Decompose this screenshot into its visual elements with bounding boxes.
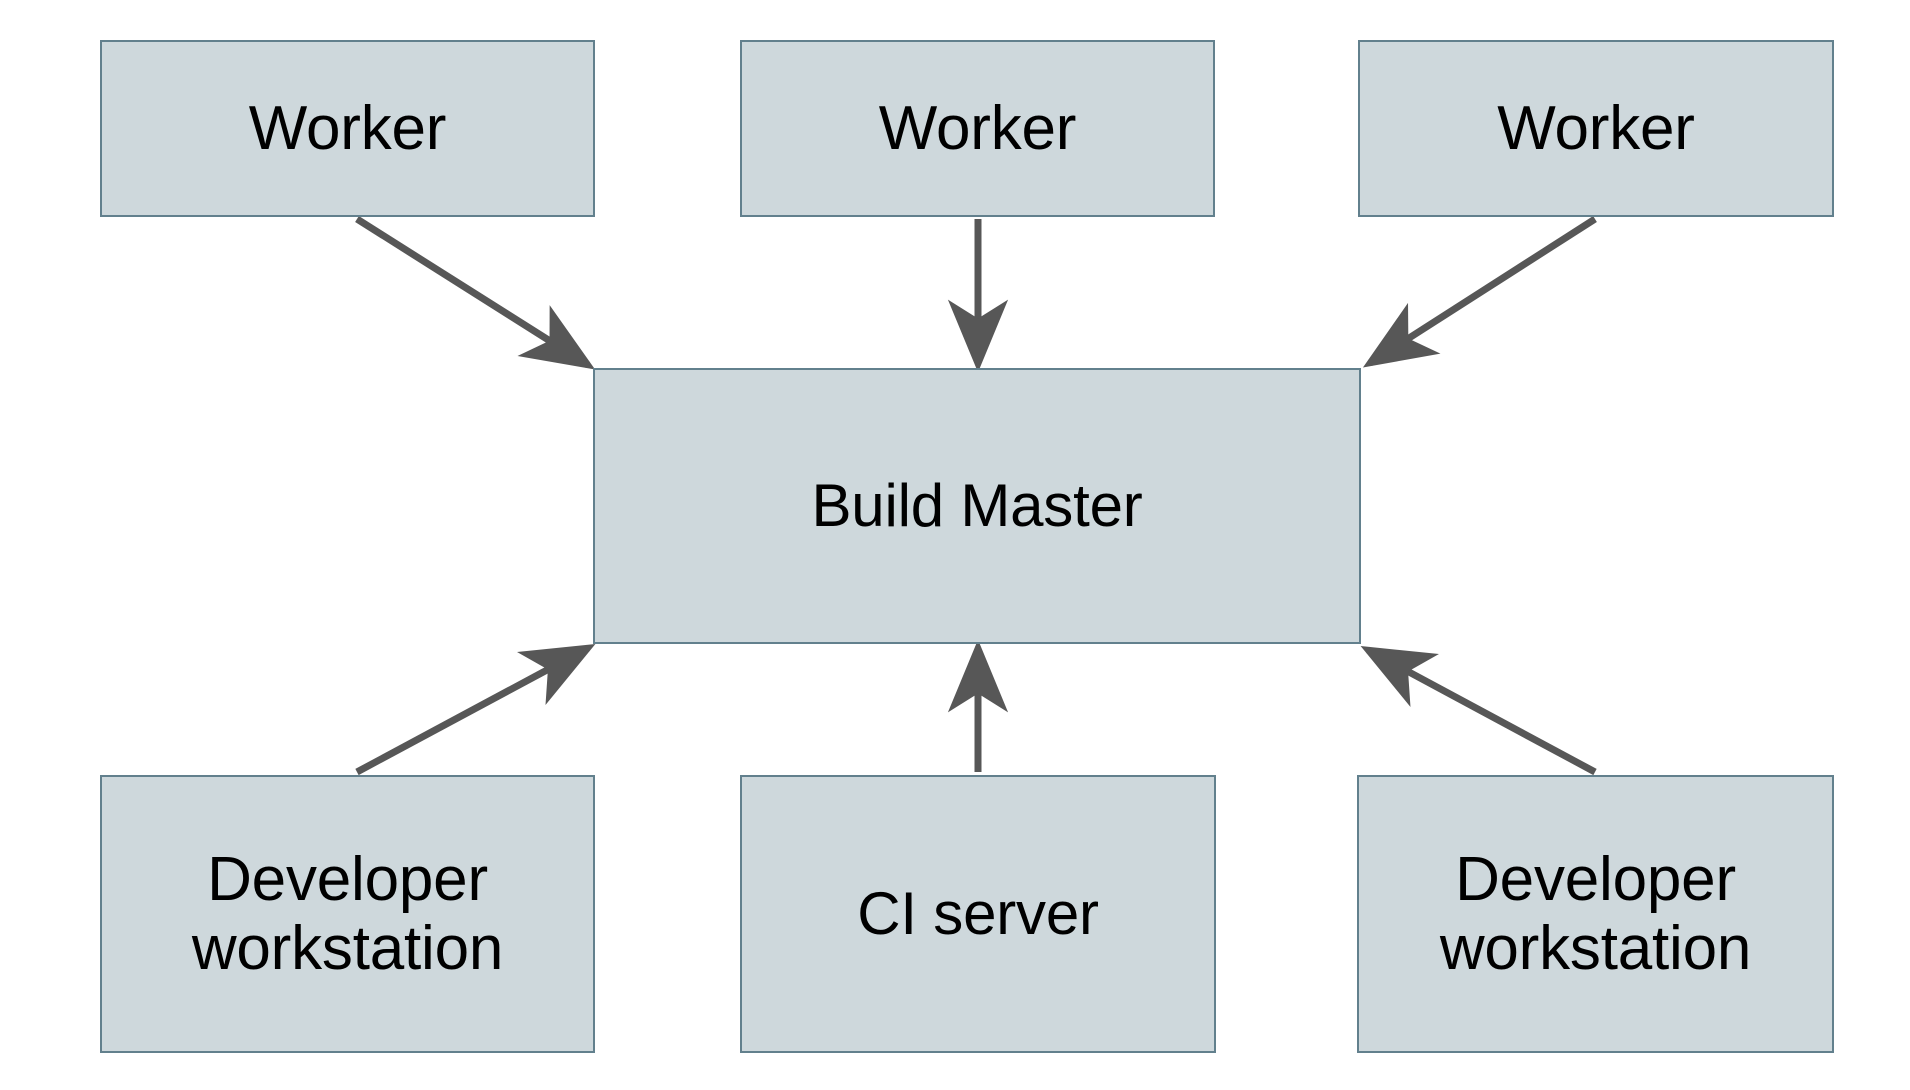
node-label: Build Master (811, 472, 1143, 540)
node-developer-workstation-left[interactable]: Developer workstation (100, 775, 595, 1053)
node-label: Worker (878, 93, 1077, 163)
node-label: Developer workstation (191, 844, 504, 983)
node-label: Worker (248, 93, 447, 163)
node-build-master[interactable]: Build Master (593, 368, 1361, 644)
node-worker-left[interactable]: Worker (100, 40, 595, 217)
node-label: Worker (1497, 93, 1695, 163)
node-developer-workstation-right[interactable]: Developer workstation (1357, 775, 1834, 1053)
edge-dev-right-to-build-master (1360, 646, 1597, 776)
node-label: Developer workstation (1439, 844, 1752, 983)
node-ci-server[interactable]: CI server (740, 775, 1216, 1053)
edge-worker-left-to-build-master (355, 216, 596, 370)
node-label: CI server (857, 880, 1099, 948)
node-worker-middle[interactable]: Worker (740, 40, 1215, 217)
node-worker-right[interactable]: Worker (1358, 40, 1834, 217)
edge-dev-left-to-build-master (355, 644, 596, 776)
edge-worker-right-to-build-master (1362, 216, 1597, 368)
